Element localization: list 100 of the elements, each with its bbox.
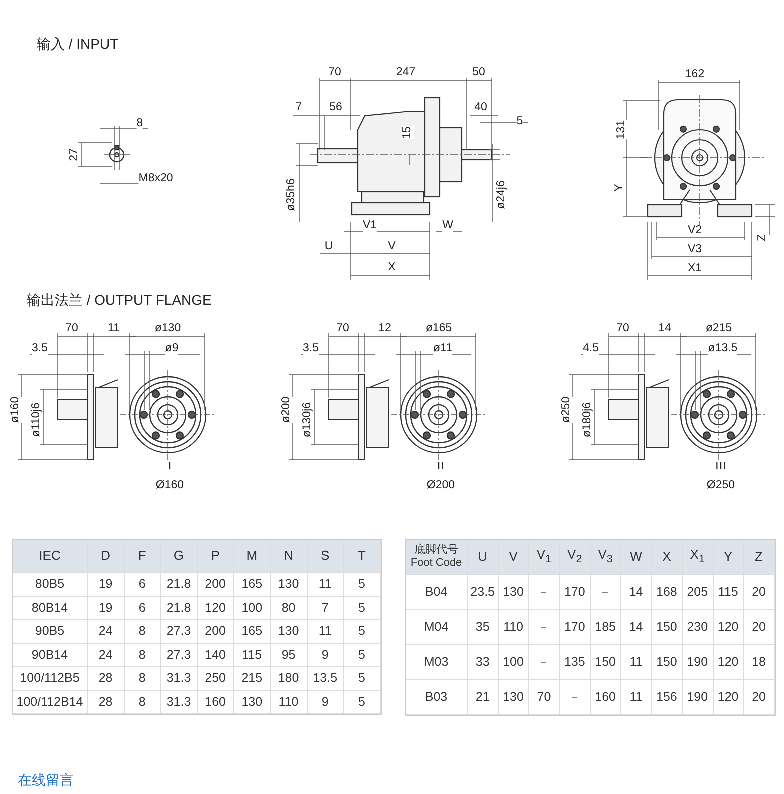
table-cell: 11: [308, 620, 344, 644]
table-cell: 120: [714, 680, 744, 715]
table-header-cell: U: [468, 540, 499, 575]
table-header-cell: 底脚代号 Foot Code: [406, 540, 468, 575]
table-cell: 100: [498, 645, 530, 680]
table-header-cell: M: [234, 540, 271, 573]
table-cell: 35: [468, 610, 499, 645]
table-cell: M04: [406, 610, 468, 645]
table-cell: 120: [714, 610, 744, 645]
table-cell: 100/112B5: [13, 667, 88, 690]
table-cell: 5: [344, 573, 381, 596]
table-cell: 110: [270, 690, 308, 714]
dimension-label: ø250: [561, 396, 573, 424]
dimension-label: ø35h6: [286, 178, 298, 212]
section-heading: 输入 / INPUT: [37, 36, 119, 54]
table-cell: 14: [621, 575, 652, 610]
table-cell: 120: [714, 645, 744, 680]
table-cell: 5: [344, 644, 381, 667]
table-cell: 150: [590, 645, 622, 680]
table-cell: 9: [308, 690, 344, 714]
dimension-label: V3: [688, 244, 702, 256]
table-cell: 140: [198, 644, 234, 667]
table-cell: 27.3: [161, 620, 198, 644]
table-cell: －: [529, 645, 560, 680]
table-cell: B03: [406, 680, 468, 715]
dimension-label: ø165: [426, 323, 452, 335]
dimension-label: ø11: [434, 343, 452, 355]
view-numeral: III: [715, 461, 727, 473]
table-cell: 90B5: [13, 620, 88, 644]
message-link: 在线留言: [18, 772, 74, 790]
table-cell: 165: [234, 573, 271, 596]
table-cell: 115: [714, 575, 744, 610]
table-cell: －: [529, 610, 560, 645]
table-cell: 185: [590, 610, 622, 645]
dimension-label: Ø200: [426, 480, 456, 492]
table-cell: M03: [406, 645, 468, 680]
table-cell: 7: [308, 596, 344, 620]
dimension-label: 8: [136, 118, 144, 130]
table-header-cell: T: [344, 540, 381, 573]
dimension-label: Ø250: [706, 480, 736, 492]
table-header-cell: Y: [714, 540, 744, 575]
table-cell: 135: [560, 645, 591, 680]
table-cell: 250: [198, 667, 234, 690]
table-cell: －: [560, 680, 591, 715]
dimension-label: 70: [336, 323, 350, 335]
table-header-cell: V$_{1}$: [529, 540, 560, 575]
table-cell: 200: [198, 620, 234, 644]
table-cell: －: [529, 575, 560, 610]
table-cell: 130: [234, 690, 271, 714]
table-cell: 8: [124, 667, 162, 690]
table-cell: 24: [88, 644, 125, 667]
table-cell: 28: [88, 667, 125, 690]
dimension-label: 56: [330, 102, 342, 114]
dimension-label: 4.5: [583, 343, 599, 355]
table-cell: 130: [498, 680, 530, 715]
dimension-label: ø9: [165, 343, 179, 355]
view-numeral: II: [437, 461, 445, 473]
table-cell: 100/112B14: [13, 690, 88, 714]
dimension-label: 5: [516, 116, 524, 128]
table-cell: 21.8: [161, 596, 198, 620]
dimension-label: 70: [66, 323, 78, 335]
table-cell: 5: [344, 690, 381, 714]
table-cell: 165: [234, 620, 271, 644]
table-header-cell: G: [161, 540, 198, 573]
table-cell: 215: [234, 667, 271, 690]
dimension-label: M8x20: [138, 173, 174, 185]
table-cell: 8: [124, 690, 162, 714]
table-cell: 11: [308, 573, 344, 596]
table-cell: 11: [621, 680, 652, 715]
table-cell: 170: [560, 610, 591, 645]
table-cell: 31.3: [161, 667, 198, 690]
table-cell: 160: [198, 690, 234, 714]
table-cell: 170: [560, 575, 591, 610]
table-cell: 19: [88, 596, 125, 620]
dimension-label: 70: [328, 67, 342, 79]
dimension-label: 3.5: [303, 343, 319, 355]
table-cell: 130: [270, 573, 308, 596]
dimension-label: ø180j6: [582, 402, 594, 438]
table-cell: 20: [744, 610, 775, 645]
table-header-cell: F: [124, 540, 162, 573]
table-cell: 156: [652, 680, 683, 715]
dimension-label: ø13.5: [708, 343, 738, 355]
table-cell: 130: [498, 575, 530, 610]
table-cell: 160: [590, 680, 622, 715]
table-cell: 21: [468, 680, 499, 715]
dimension-label: 3.5: [32, 343, 48, 355]
table-cell: 6: [124, 573, 162, 596]
dimension-label: ø200: [281, 396, 293, 424]
table-header-cell: Z: [744, 540, 775, 575]
dimension-label: ø110j6: [31, 402, 43, 438]
dimension-label: ø24j6: [496, 180, 508, 210]
table-cell: B04: [406, 575, 468, 610]
dimension-label: 50: [472, 67, 486, 79]
table-cell: 14: [621, 610, 652, 645]
dimension-label: W: [442, 220, 454, 232]
table-cell: 70: [529, 680, 560, 715]
table-cell: 5: [344, 667, 381, 690]
table-cell: 13.5: [308, 667, 344, 690]
table-cell: 90B14: [13, 644, 88, 667]
table-cell: 130: [270, 620, 308, 644]
